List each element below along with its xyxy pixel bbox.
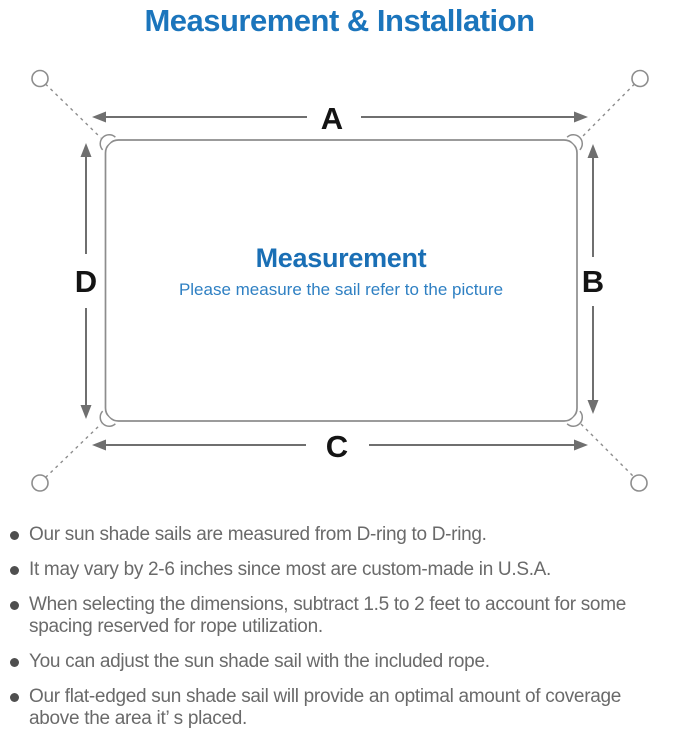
d-ring-icon-bottom-right [566,410,584,428]
note-item: When selecting the dimensions, subtract … [10,594,672,638]
arrowhead-icon-d-bottom [80,405,92,419]
tether-line-top-left [45,83,102,139]
bullet-icon [10,601,19,610]
d-ring-icon-top-right [566,133,584,151]
note-text: You can adjust the sun shade sail with t… [29,651,490,672]
tether-line-bottom-right [580,423,635,478]
note-text: Our sun shade sails are measured from D-… [29,524,487,545]
d-ring-icon-bottom-left [99,410,116,428]
note-text: Our flat-edged sun shade sail will provi… [29,686,622,729]
arrowhead-icon-a-left [92,111,106,123]
notes-list: Our sun shade sails are measured from D-… [10,524,672,739]
anchor-ring-icon-bottom-right [630,474,648,492]
note-item: Our flat-edged sun shade sail will provi… [10,686,672,730]
tether-line-bottom-left [45,423,102,479]
arrowhead-icon-b-bottom [587,400,599,414]
note-item: It may vary by 2-6 inches since most are… [10,559,672,581]
arrowhead-icon-c-left [92,439,106,451]
bullet-icon [10,658,19,667]
arrowhead-icon-c-right [574,439,588,451]
measurement-diagram: A C D B [31,69,649,492]
page-title: Measurement & Installation [144,3,535,38]
tether-line-top-right [580,83,635,139]
note-item: You can adjust the sun shade sail with t… [10,651,672,673]
dimension-label-b: B [582,264,604,299]
note-item: Our sun shade sails are measured from D-… [10,524,672,546]
center-title: Measurement [255,243,427,273]
anchor-ring-icon-top-left [31,69,49,88]
bullet-icon [10,566,19,575]
anchor-ring-icon-bottom-left [31,474,49,492]
arrowhead-icon-a-right [574,111,588,123]
note-text: It may vary by 2-6 inches since most are… [29,559,552,580]
dimension-label-c: C [326,429,348,464]
d-ring-icon-top-left [99,133,116,151]
bullet-icon [10,531,19,540]
dimension-label-a: A [321,101,343,136]
arrowhead-icon-d-top [80,143,92,157]
note-text: When selecting the dimensions, subtract … [29,594,626,637]
arrowhead-icon-b-top [587,144,599,158]
sail-outline [104,139,578,422]
anchor-ring-icon-top-right [631,69,649,88]
center-subtitle: Please measure the sail refer to the pic… [178,280,504,299]
bullet-icon [10,693,19,702]
dimension-label-d: D [75,264,97,299]
center-text-block: Measurement Please measure the sail refe… [105,243,577,300]
